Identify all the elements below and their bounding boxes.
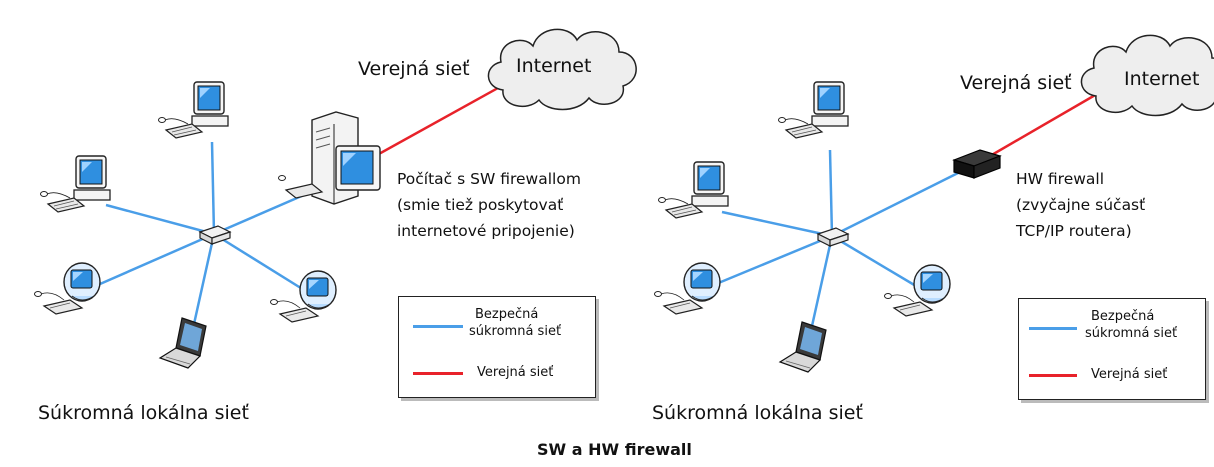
left-pc-top — [159, 82, 229, 138]
diagram-caption: SW a HW firewall — [537, 440, 692, 459]
right-pc-left — [659, 162, 729, 218]
left-legend-secure-label-2: súkromná sieť — [469, 323, 561, 340]
left-device-label: Počítač s SW firewallom (smie tiež posky… — [397, 166, 581, 244]
left-device-label-line3: internetové pripojenie) — [397, 218, 581, 244]
right-internet-label: Internet — [1124, 68, 1199, 90]
hw-firewall-box — [954, 150, 1000, 178]
left-legend-secure-label-1: Bezpečná — [475, 306, 538, 323]
right-device-label: HW firewall (zvyčajne súčasť TCP/IP rout… — [1016, 166, 1145, 244]
right-imac-left — [655, 263, 721, 314]
left-device-label-line2: (smie tiež poskytovať — [397, 192, 581, 218]
left-firewall-computer — [279, 112, 381, 204]
left-imac-left — [35, 263, 101, 314]
left-legend-public-label: Verejná sieť — [477, 364, 553, 381]
left-device-label-line1: Počítač s SW firewallom — [397, 166, 581, 192]
right-legend-public-swatch — [1029, 374, 1077, 377]
left-legend-secure-swatch — [413, 325, 463, 328]
right-device-label-line3: TCP/IP routera) — [1016, 218, 1145, 244]
right-pc-top — [779, 82, 849, 138]
right-legend-public-label: Verejná sieť — [1091, 366, 1167, 383]
right-laptop — [780, 322, 826, 372]
left-lan-label: Súkromná lokálna sieť — [38, 402, 249, 424]
left-public-network-label: Verejná sieť — [358, 58, 470, 80]
right-legend-secure-label-1: Bezpečná — [1091, 308, 1154, 325]
right-device-label-line1: HW firewall — [1016, 166, 1145, 192]
right-public-network-label: Verejná sieť — [960, 72, 1072, 94]
right-lan-label: Súkromná lokálna sieť — [652, 402, 863, 424]
right-legend-secure-label-2: súkromná sieť — [1085, 325, 1177, 342]
right-legend-secure-swatch — [1029, 327, 1077, 330]
left-laptop — [160, 318, 206, 368]
left-legend: Bezpečná súkromná sieť Verejná sieť — [398, 296, 596, 398]
left-internet-label: Internet — [516, 55, 591, 77]
left-pc-left — [41, 156, 111, 212]
left-public-link — [368, 78, 516, 160]
left-imac-right — [271, 271, 337, 322]
left-legend-public-swatch — [413, 372, 463, 375]
right-legend: Bezpečná súkromná sieť Verejná sieť — [1018, 298, 1206, 400]
right-device-label-line2: (zvyčajne súčasť — [1016, 192, 1145, 218]
